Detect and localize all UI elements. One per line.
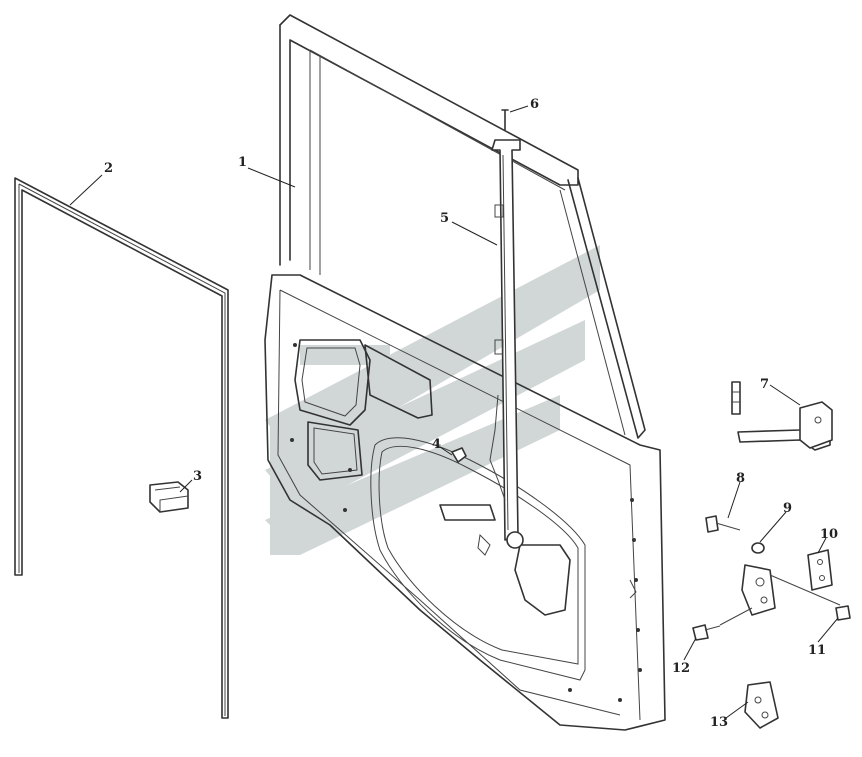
callout-12: 12 [672,661,690,676]
callout-9: 9 [783,501,792,516]
clip-fastener [451,447,467,463]
callout-1: 1 [238,155,247,170]
door-check-strap [731,381,833,451]
callout-labels: 1 2 3 4 5 6 7 8 9 10 11 12 13 [104,97,838,730]
callout-4: 4 [432,437,441,452]
screw-top [501,109,509,131]
window-regulator [477,139,524,556]
callout-6: 6 [530,97,539,112]
bolt-12 [692,624,721,641]
callout-10: 10 [820,527,838,542]
callout-11: 11 [808,643,826,658]
door-seal-strip [14,177,229,719]
leader-lines [69,105,839,719]
bolt-11 [835,605,851,621]
callout-2: 2 [104,161,113,176]
door-frame [279,14,646,439]
callout-13: 13 [710,715,728,730]
door-inner-panel [264,274,666,731]
lock-cover [744,681,779,729]
striker-plate [807,549,833,591]
callout-3: 3 [193,469,202,484]
watermark-logo [265,245,600,555]
callout-8: 8 [736,471,745,486]
callout-5: 5 [440,211,449,226]
bolt-8 [705,515,741,533]
nut-9 [751,542,765,554]
door-stop-bracket [149,481,189,513]
callout-7: 7 [760,377,769,392]
door-lock-body [719,564,841,626]
